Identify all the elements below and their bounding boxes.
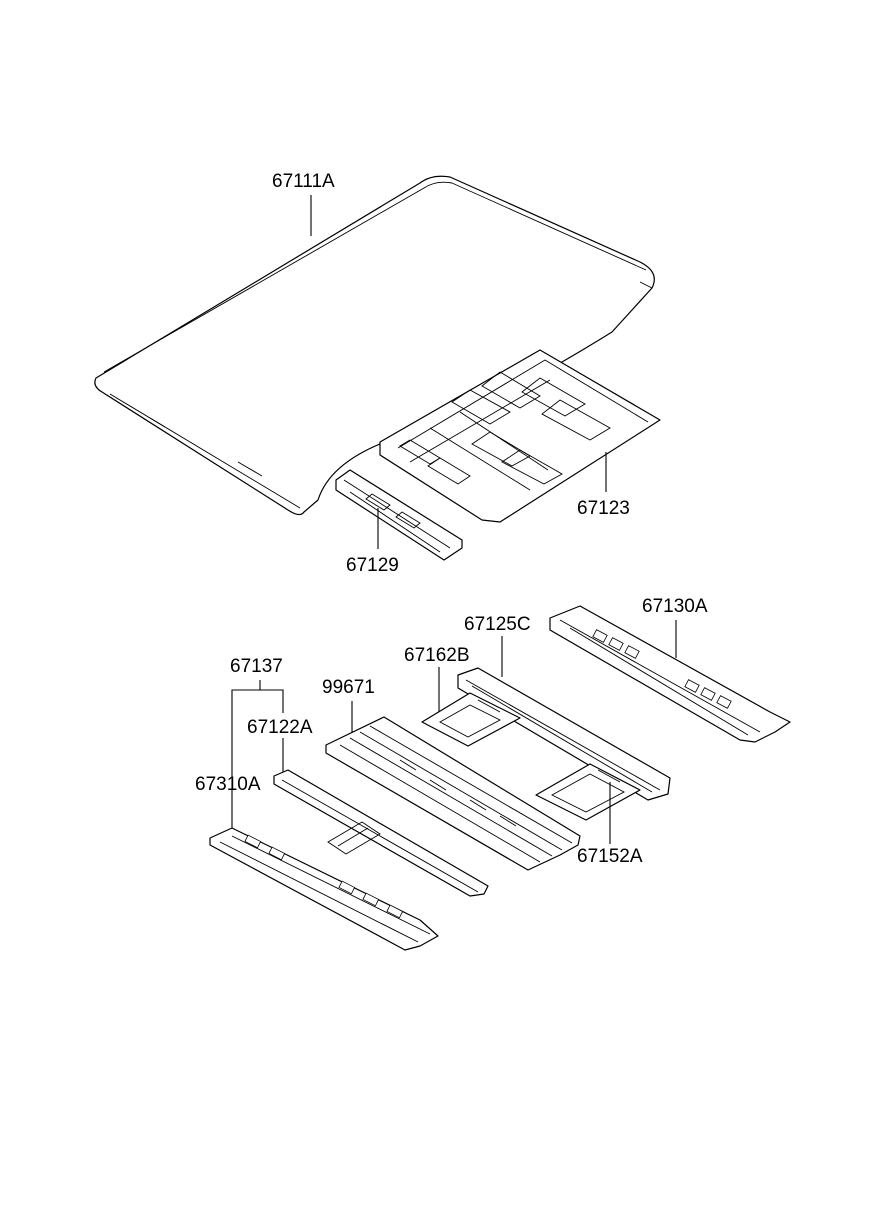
roof-panel[interactable]	[94, 175, 655, 516]
leader-lines	[231, 195, 677, 844]
sunroof-frame[interactable]	[325, 716, 581, 871]
label-67152a: 67152A	[577, 846, 643, 867]
front-bracket[interactable]	[421, 692, 521, 747]
label-67130a: 67130A	[642, 596, 708, 617]
center-rail[interactable]	[457, 667, 671, 801]
label-67162b: 67162B	[404, 645, 470, 666]
rear-bracket[interactable]	[535, 763, 641, 821]
part-labels: 67111A 67123 67129 67130A 67125C 67162B …	[195, 171, 708, 867]
side-rail[interactable]	[273, 769, 489, 897]
label-67137: 67137	[230, 656, 283, 677]
label-99671: 99671	[322, 677, 375, 698]
rear-rail-assy[interactable]	[549, 605, 791, 743]
label-67125c: 67125C	[464, 614, 531, 635]
front-rail-assy[interactable]	[209, 827, 439, 951]
label-67129: 67129	[346, 555, 399, 576]
label-67122a: 67122A	[247, 717, 313, 738]
label-67123: 67123	[577, 498, 630, 519]
rear-cross-rail[interactable]	[379, 349, 661, 523]
label-67310a: 67310A	[195, 774, 261, 795]
front-cross-rail[interactable]	[335, 469, 463, 561]
label-67111a: 67111A	[272, 171, 335, 192]
